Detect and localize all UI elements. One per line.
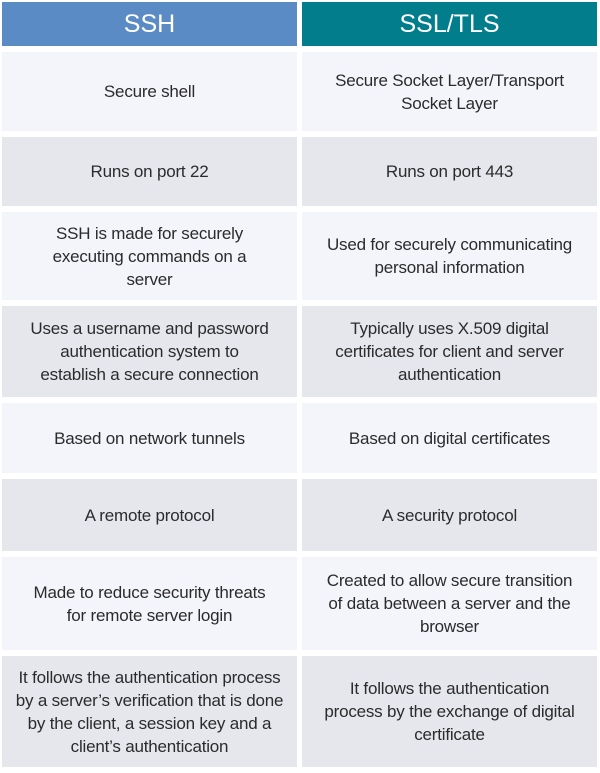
ssh-cell: Based on network tunnels bbox=[2, 403, 297, 473]
table-row: Based on network tunnels Based on digita… bbox=[2, 403, 598, 473]
tls-cell: A security protocol bbox=[302, 479, 597, 551]
table-row: A remote protocol A security protocol bbox=[2, 479, 598, 551]
tls-cell: Runs on port 443 bbox=[302, 137, 597, 206]
tls-cell: Used for securely communicating personal… bbox=[302, 212, 597, 300]
tls-cell: Based on digital certificates bbox=[302, 403, 597, 473]
table-row: It follows the authentication process by… bbox=[2, 656, 598, 767]
table-row: Runs on port 22 Runs on port 443 bbox=[2, 137, 598, 206]
tls-cell: Secure Socket Layer/Transport Socket Lay… bbox=[302, 52, 597, 131]
table-row: Secure shell Secure Socket Layer/Transpo… bbox=[2, 52, 598, 131]
table-row: SSH is made for securely executing comma… bbox=[2, 212, 598, 300]
ssh-cell: Runs on port 22 bbox=[2, 137, 297, 206]
ssh-cell: It follows the authentication process by… bbox=[2, 656, 297, 767]
ssh-cell: Secure shell bbox=[2, 52, 297, 131]
ssh-cell: Made to reduce security threats for remo… bbox=[2, 557, 297, 650]
ssh-cell: SSH is made for securely executing comma… bbox=[2, 212, 297, 300]
table-row: Uses a username and password authenticat… bbox=[2, 306, 598, 397]
ssh-cell: Uses a username and password authenticat… bbox=[2, 306, 297, 397]
tls-cell: Typically uses X.509 digital certificate… bbox=[302, 306, 597, 397]
tls-cell: It follows the authentication process by… bbox=[302, 656, 597, 767]
table-row: Made to reduce security threats for remo… bbox=[2, 557, 598, 650]
ssh-cell: A remote protocol bbox=[2, 479, 297, 551]
tls-cell: Created to allow secure transition of da… bbox=[302, 557, 597, 650]
header-ssh: SSH bbox=[2, 2, 297, 46]
table-header: SSH SSL/TLS bbox=[2, 2, 598, 46]
header-ssl-tls: SSL/TLS bbox=[302, 2, 597, 46]
